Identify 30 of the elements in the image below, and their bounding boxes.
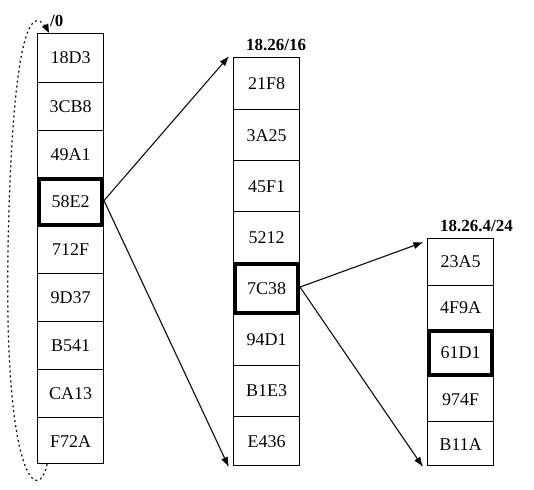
table-cell: 4F9A [428, 284, 493, 330]
table-cell: 18D3 [38, 34, 103, 82]
highlighted-cell: 61D1 [427, 329, 494, 377]
table-cell: 23A5 [428, 239, 493, 285]
column-heading: 18.26/16 [246, 35, 307, 55]
arrow [104, 56, 229, 201]
arrow [300, 242, 423, 288]
table-cell: B11A [428, 421, 493, 467]
table-cell: CA13 [38, 369, 103, 418]
table-cell: B1E3 [234, 364, 299, 416]
table-cell: 712F [38, 226, 103, 274]
table-cell: B541 [38, 321, 103, 370]
table-cell: 3A25 [234, 109, 299, 160]
table-cell: 49A1 [38, 130, 103, 178]
table-cell: 5212 [234, 211, 299, 262]
column-heading: /0 [50, 11, 64, 31]
table-cell: 45F1 [234, 160, 299, 212]
dotted-loop-arrow [7, 20, 50, 480]
arrow [300, 286, 423, 466]
table-cell: 974F [428, 376, 493, 422]
highlighted-cell: 58E2 [37, 176, 104, 227]
table-cell: 94D1 [234, 314, 299, 365]
table-cell: E436 [234, 416, 299, 467]
table-cell: 3CB8 [38, 82, 103, 130]
table-cell: 9D37 [38, 273, 103, 322]
highlighted-cell: 7C38 [233, 262, 300, 315]
column-heading: 18.26.4/24 [440, 216, 514, 236]
table-cell: 21F8 [234, 58, 299, 110]
arrow [103, 200, 229, 466]
table-cell: F72A [38, 417, 103, 465]
